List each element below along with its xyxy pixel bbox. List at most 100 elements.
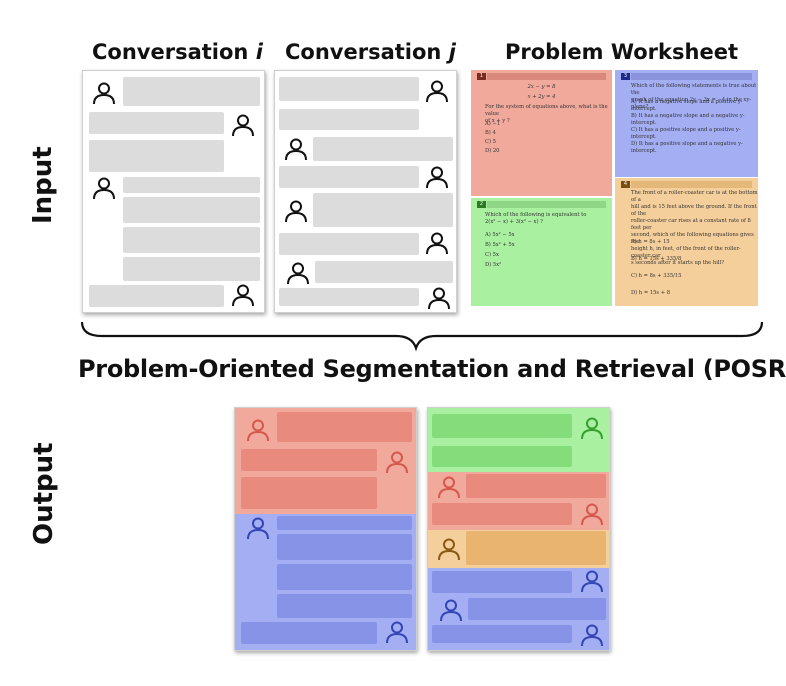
- person-icon: [581, 503, 603, 526]
- message-bubble: [89, 112, 224, 134]
- option: B) It has a negative slope and a negativ…: [631, 113, 745, 126]
- message-bubble: [241, 449, 377, 471]
- conversation-j-index: j: [448, 40, 456, 64]
- message-bubble: [279, 288, 419, 306]
- person-icon: [428, 287, 450, 310]
- message-bubble: [123, 227, 260, 253]
- problem-number-badge: 1: [477, 73, 486, 80]
- question-line: height h, in feet, of the front of the r…: [631, 246, 741, 259]
- option: C) 5: [485, 139, 496, 145]
- conversation-i-heading: Conversation i: [92, 40, 263, 64]
- question-line: graph of the equation 2y − 3x = −4 in th…: [631, 97, 752, 110]
- message-bubble: [468, 598, 606, 620]
- message-bubble: [313, 137, 453, 161]
- problem-header-bar: [631, 73, 752, 80]
- problem-header-bar: [487, 73, 606, 80]
- option: C) It has a positive slope and a positiv…: [631, 127, 741, 140]
- worksheet-problem-4: 4 The front of a roller-coaster car is a…: [615, 178, 758, 306]
- problem-options: A) It has a negative slope and a positiv…: [631, 99, 758, 155]
- option: D) 5x²: [485, 262, 502, 268]
- worksheet-problem-3: 3 Which of the following statements is t…: [615, 70, 758, 177]
- curly-brace: [80, 321, 764, 352]
- person-icon: [285, 200, 307, 223]
- question-line: hill and is 15 feet above the ground. If…: [631, 204, 757, 217]
- option: C) 5x: [485, 252, 499, 258]
- message-bubble: [89, 285, 224, 307]
- option: B) 5x² + 5x: [485, 242, 515, 248]
- person-icon: [93, 82, 115, 105]
- person-icon: [247, 517, 269, 540]
- message-bubble: [123, 197, 260, 223]
- person-icon: [232, 284, 254, 307]
- problem-question: Which of the following is equivalent to …: [485, 212, 586, 226]
- person-icon: [232, 114, 254, 137]
- worksheet-problem-2: 2 Which of the following is equivalent t…: [471, 198, 612, 306]
- person-icon: [581, 570, 603, 593]
- person-icon: [247, 419, 269, 442]
- problem-question: Which of the following statements is tru…: [631, 83, 758, 111]
- problem-header-bar: [631, 181, 752, 188]
- question-line: The front of a roller-coaster car is at …: [631, 190, 758, 203]
- option: A) 5x² − 5x: [485, 232, 515, 238]
- output-label: Output: [29, 442, 59, 545]
- message-bubble: [123, 257, 260, 281]
- conversation-i-prefix: Conversation: [92, 40, 256, 64]
- message-bubble: [241, 477, 377, 509]
- message-bubble: [432, 571, 572, 593]
- message-bubble: [315, 261, 453, 283]
- conversation-i-panel: [82, 70, 265, 313]
- message-bubble: [89, 140, 224, 172]
- option: B) h = 15s + 335/8: [631, 256, 682, 262]
- problem-question: The front of a roller-coaster car is at …: [631, 190, 758, 267]
- person-icon: [93, 177, 115, 200]
- problem-number-badge: 2: [477, 201, 486, 208]
- problem-question: For the system of equations above, what …: [485, 104, 612, 125]
- person-icon: [438, 538, 460, 561]
- person-icon: [438, 476, 460, 499]
- person-icon: [440, 599, 462, 622]
- message-bubble: [279, 109, 419, 130]
- problem-number-badge: 4: [621, 181, 630, 188]
- problem-header-bar: [487, 201, 606, 208]
- message-bubble: [279, 77, 419, 101]
- message-bubble: [277, 412, 412, 442]
- message-bubble: [277, 534, 412, 560]
- option: D) 20: [485, 148, 500, 154]
- question-line: of x + y ?: [485, 118, 510, 124]
- worksheet-heading: Problem Worksheet: [505, 40, 738, 64]
- option: A) It has a negative slope and a positiv…: [631, 99, 743, 112]
- problem-number-badge: 3: [621, 73, 630, 80]
- message-bubble: [466, 531, 606, 565]
- option: B) 4: [485, 130, 496, 136]
- message-bubble: [123, 177, 260, 193]
- person-icon: [287, 262, 309, 285]
- option: D) h = 15s + 8: [631, 290, 671, 296]
- problem-options: A) 5x² − 5x B) 5x² + 5x C) 5x D) 5x²: [485, 230, 515, 270]
- problem-equation: x + 2y = 4: [527, 94, 556, 100]
- input-label: Input: [28, 146, 58, 224]
- problem-equation: 2x − y = 8: [527, 84, 556, 90]
- person-icon: [581, 417, 603, 440]
- person-icon: [285, 138, 307, 161]
- question-line: Which of the following is equivalent to: [485, 212, 587, 218]
- question-line: roller-coaster car rises at a constant r…: [631, 218, 751, 231]
- message-bubble: [277, 564, 412, 590]
- question-line: 2(x² − x) + 3(x² − x) ?: [485, 219, 543, 225]
- conversation-i-index: i: [255, 40, 263, 64]
- option: A) −1: [485, 121, 501, 127]
- conversation-j-panel: [274, 70, 457, 313]
- person-icon: [426, 166, 448, 189]
- output-panel-i: [234, 407, 417, 651]
- message-bubble: [241, 622, 377, 644]
- question-line: s seconds after it starts up the hill?: [631, 260, 725, 266]
- problem-options: A) h = 8s + 15 B) h = 15s + 335/8 C) h =…: [631, 234, 682, 302]
- person-icon: [426, 232, 448, 255]
- question-line: For the system of equations above, what …: [485, 104, 608, 117]
- conversation-j-heading: Conversation j: [285, 40, 456, 64]
- question-line: second, which of the following equations…: [631, 232, 754, 245]
- message-bubble: [432, 625, 572, 643]
- person-icon: [386, 621, 408, 644]
- person-icon: [386, 451, 408, 474]
- message-bubble: [279, 233, 419, 255]
- worksheet-problem-1: 1 2x − y = 8 x + 2y = 4 For the system o…: [471, 70, 612, 196]
